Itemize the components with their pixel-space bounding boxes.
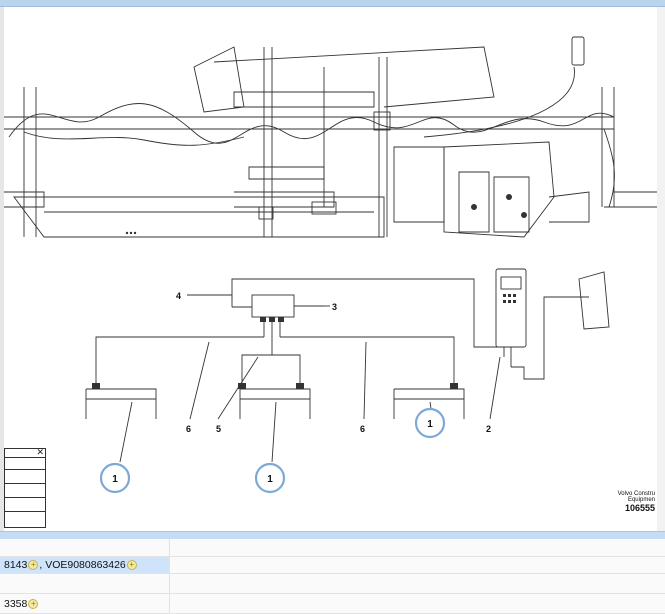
part-number: 8143 — [4, 559, 28, 571]
panel-divider — [5, 497, 45, 498]
viewer-scrollbar[interactable] — [657, 7, 665, 532]
callout-circle[interactable] — [254, 462, 286, 494]
table-row[interactable] — [0, 574, 665, 594]
navigator-panel[interactable]: ✕ — [4, 447, 46, 528]
panel-divider — [5, 457, 45, 458]
callout-label: 1 — [267, 474, 273, 485]
plus-circle-icon[interactable]: + — [126, 560, 137, 570]
panel-divider — [5, 469, 45, 470]
panel-divider — [5, 483, 45, 484]
drawing-stamp: Volvo Constru Equipmen 106555 — [618, 491, 655, 513]
splitter-bar[interactable] — [0, 531, 665, 539]
stamp-company: Volvo Constru — [617, 491, 655, 497]
plus-circle-icon[interactable]: + — [28, 560, 39, 570]
header-cell — [0, 539, 170, 556]
part-cell[interactable] — [0, 574, 170, 593]
close-icon[interactable]: ✕ — [36, 447, 44, 457]
callout-label: 1 — [427, 419, 433, 430]
part-number-alt: , VOE9080863426 — [39, 559, 126, 571]
parts-grid: 8143 + , VOE9080863426 + 3358 + — [0, 539, 665, 614]
callout-circle[interactable] — [99, 462, 131, 494]
label-display: 2 — [486, 424, 491, 434]
label-controller: 3 — [332, 302, 337, 312]
table-header-row — [0, 539, 665, 557]
label-cable-right: 6 — [360, 424, 365, 434]
label-cable-mid: 5 — [216, 424, 221, 434]
panel-divider — [5, 511, 45, 512]
callout-circle[interactable] — [414, 407, 446, 439]
stamp-sub: Equipmen — [627, 497, 655, 503]
table-row[interactable]: 8143 + , VOE9080863426 + — [0, 557, 665, 574]
label-cable-left: 6 — [186, 424, 191, 434]
label-ecu: 4 — [176, 291, 181, 301]
parts-diagram: 4 3 2 6 5 6 1 1 1 — [4, 36, 664, 494]
diagram-viewer[interactable]: 4 3 2 6 5 6 1 1 1 Volvo Constru Equipmen… — [0, 7, 665, 532]
table-row[interactable]: 3358 + — [0, 594, 665, 614]
part-cell[interactable]: 8143 + , VOE9080863426 + — [0, 557, 170, 573]
plus-circle-icon[interactable]: + — [28, 598, 39, 609]
callout-label: 1 — [112, 474, 118, 485]
part-number: 3358 — [4, 597, 28, 610]
part-cell[interactable]: 3358 + — [0, 594, 170, 613]
window-top-bar — [0, 0, 665, 7]
stamp-number: 106555 — [624, 503, 655, 513]
